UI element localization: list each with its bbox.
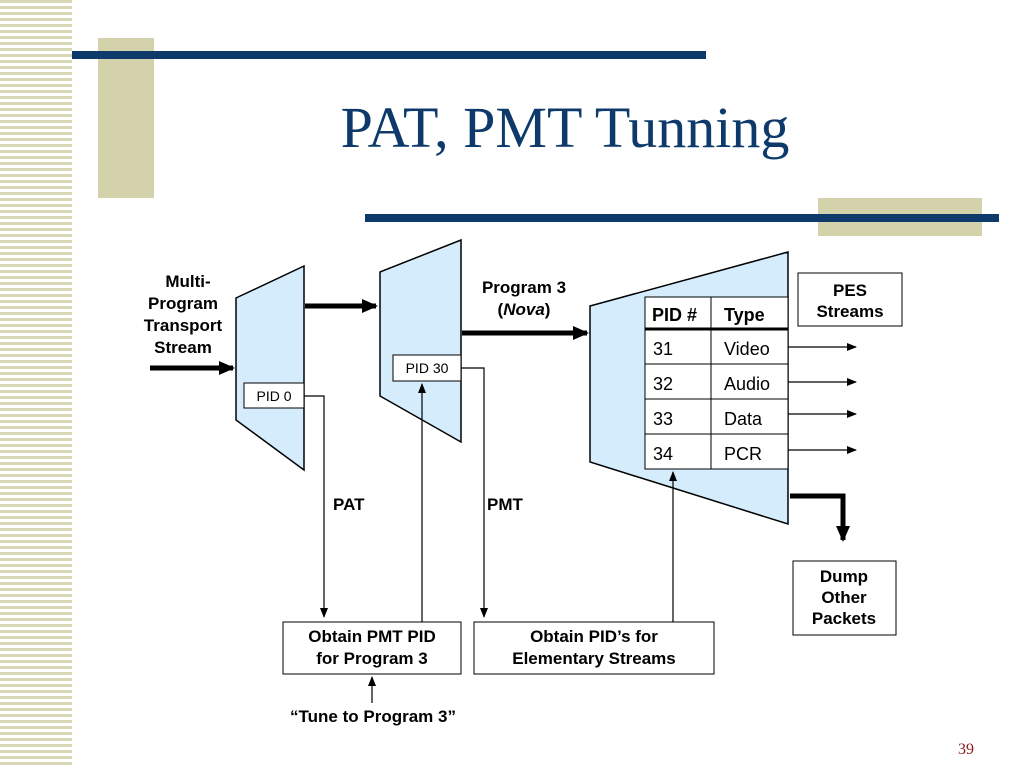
table-cell-type: PCR (724, 444, 762, 464)
pes-streams-line2: Streams (816, 302, 883, 321)
obtain-pmt-box (282, 621, 462, 675)
page-number: 39 (958, 741, 974, 758)
input-label-3: Transport (144, 316, 223, 335)
obtain-pid-box (473, 621, 715, 675)
obtain-pmt-line1: Obtain PMT PID (308, 627, 436, 646)
dump-line1: Dump (820, 567, 868, 586)
pes-streams-box (797, 272, 903, 327)
pid0-label: PID 0 (256, 388, 291, 404)
decorative-block-left (98, 38, 154, 198)
pat-connector (304, 395, 328, 618)
table-cell-type: Data (724, 409, 763, 429)
program-label-1: Program 3 (482, 278, 566, 297)
table-header-type: Type (724, 305, 765, 325)
pid30-box (392, 354, 462, 382)
decorative-bar-mid (365, 214, 999, 222)
table-header-pid: PID # (652, 305, 697, 325)
input-label-4: Stream (154, 338, 212, 357)
pid30-label: PID 30 (406, 360, 449, 376)
program-label-close: ) (545, 300, 551, 319)
program-label-italic: Nova (503, 300, 545, 319)
decorative-stripes (0, 0, 72, 768)
dump-arrow (790, 493, 850, 542)
pid-table (644, 296, 789, 470)
table-cell-pid: 31 (653, 339, 673, 359)
table-cell-type: Video (724, 339, 770, 359)
pat-label: PAT (333, 495, 365, 514)
dump-line3: Packets (812, 609, 876, 628)
pat-demux-shape (235, 264, 305, 472)
input-label-1: Multi- (165, 272, 210, 291)
table-cell-pid: 34 (653, 444, 673, 464)
obtain-pid-line1: Obtain PID’s for (530, 627, 658, 646)
pes-streams-line1: PES (833, 281, 867, 300)
pid0-box (243, 382, 305, 409)
dump-box (792, 560, 897, 636)
dump-line2: Other (821, 588, 867, 607)
slide-title: PAT, PMT Tunning (340, 95, 790, 160)
table-cell-pid: 33 (653, 409, 673, 429)
obtain-pmt-line2: for Program 3 (316, 649, 427, 668)
obtain-pid-line2: Elementary Streams (512, 649, 675, 668)
table-cell-type: Audio (724, 374, 770, 394)
decorative-bar-top (72, 51, 706, 59)
program-label-2: (Nova) (498, 300, 551, 319)
pmt-demux-shape (379, 238, 462, 444)
pmt-connector (461, 367, 488, 618)
program-label-open: ( (498, 300, 504, 319)
pmt-label: PMT (487, 495, 524, 514)
tune-label: “Tune to Program 3” (290, 707, 456, 726)
table-cell-pid: 32 (653, 374, 673, 394)
input-label-2: Program (148, 294, 218, 313)
